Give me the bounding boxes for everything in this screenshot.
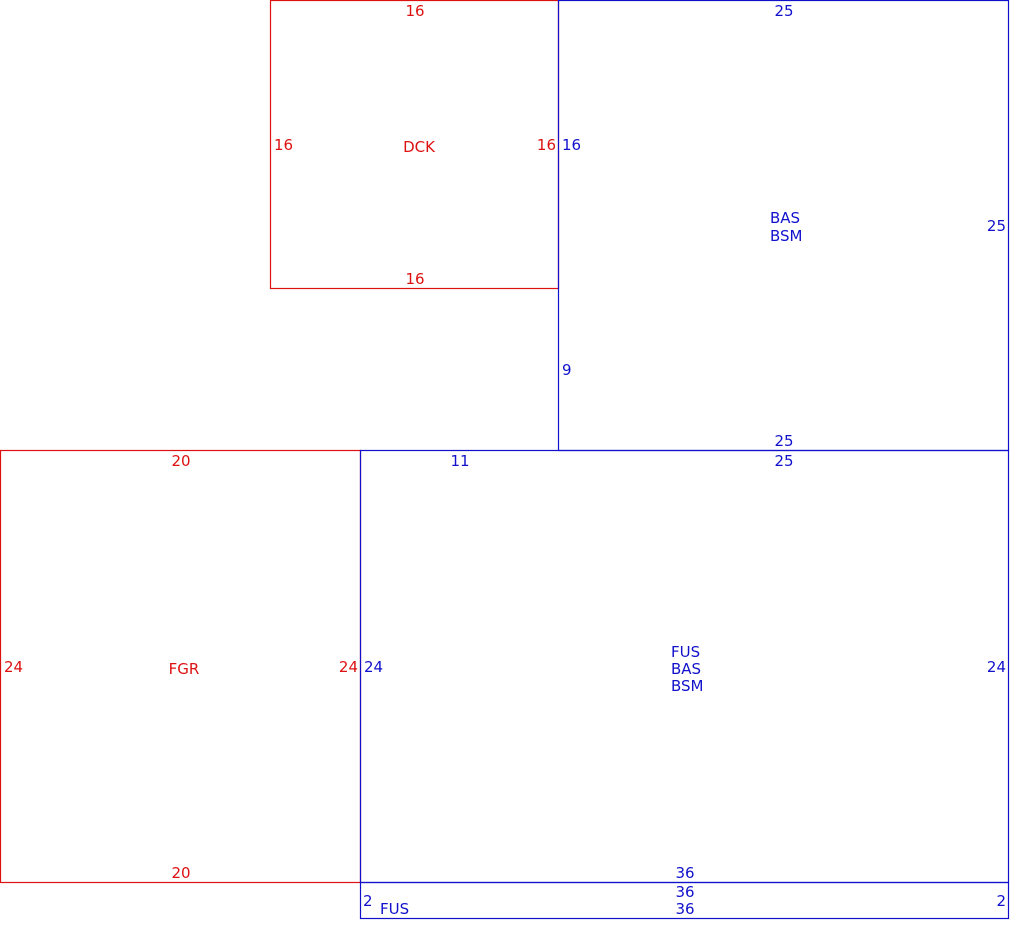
- dck-left-dim: 16: [274, 136, 293, 154]
- main-code-1: FUS: [671, 643, 700, 661]
- fgr-bottom-dim: 20: [171, 864, 190, 882]
- fus-strip-outline: [359, 881, 1010, 920]
- main-code-3: BSM: [671, 677, 704, 695]
- fgr-right-dim: 24: [339, 658, 358, 676]
- fus-strip-area: 36 36 2 2 FUS: [359, 881, 1010, 920]
- fgr-top-dim: 20: [171, 452, 190, 470]
- dck-code: DCK: [403, 138, 436, 156]
- fus-strip-code: FUS: [380, 900, 409, 918]
- main-bottom-dim: 36: [675, 864, 694, 882]
- bas-upper-code-1: BAS: [770, 209, 800, 227]
- main-area: 11 25 24 24 36 FUS BAS BSM: [359, 449, 1010, 884]
- dck-top-dim: 16: [405, 2, 424, 20]
- main-right-dim: 24: [987, 658, 1006, 676]
- bas-upper-area: 25 16 9 25 25 BAS BSM: [557, 0, 1010, 452]
- dck-bottom-dim: 16: [405, 270, 424, 288]
- dck-area: 16 16 16 16 DCK: [269, 0, 560, 290]
- fgr-area: 20 24 24 20 FGR: [0, 449, 362, 884]
- fus-strip-left-dim: 2: [363, 892, 373, 910]
- main-top-right-dim: 25: [774, 452, 793, 470]
- fgr-code: FGR: [169, 660, 200, 678]
- fgr-left-dim: 24: [4, 658, 23, 676]
- fus-strip-right-dim: 2: [996, 892, 1006, 910]
- fus-strip-bottom-dim: 36: [675, 900, 694, 918]
- bas-upper-right-dim: 25: [987, 217, 1006, 235]
- main-code-2: BAS: [671, 660, 701, 678]
- bas-upper-bottom-dim: 25: [774, 432, 793, 450]
- bas-upper-code-2: BSM: [770, 227, 803, 245]
- main-left-dim: 24: [364, 658, 383, 676]
- bas-upper-left-lower-dim: 9: [562, 361, 572, 379]
- dck-right-dim: 16: [537, 136, 556, 154]
- bas-upper-top-dim: 25: [774, 2, 793, 20]
- bas-upper-left-upper-dim: 16: [562, 136, 581, 154]
- main-top-left-dim: 11: [450, 452, 469, 470]
- fus-strip-top-dim: 36: [675, 883, 694, 901]
